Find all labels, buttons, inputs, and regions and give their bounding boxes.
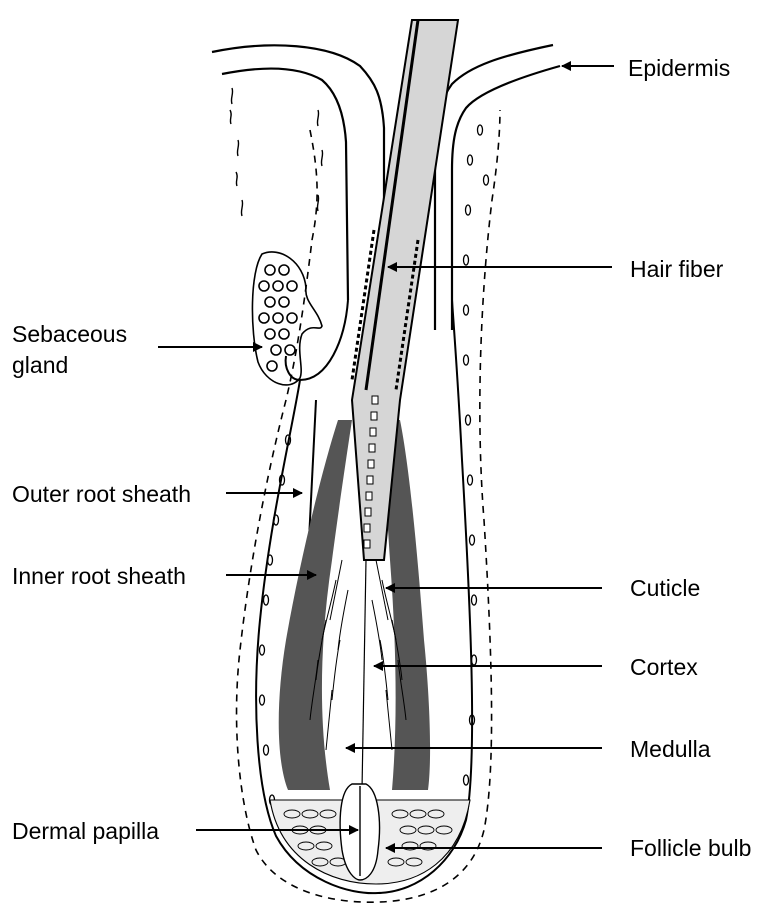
dermal-papilla-shape [340, 784, 379, 880]
label-cuticle: Cuticle [630, 572, 700, 604]
label-sebaceous-gland-line1: Sebaceous [12, 318, 127, 350]
medulla-line [362, 560, 366, 790]
label-dermal-papilla: Dermal papilla [12, 815, 159, 847]
sebaceous-gland [252, 252, 322, 385]
label-inner-root-sheath: Inner root sheath [12, 560, 186, 592]
inner-root-sheath-dark [279, 420, 430, 790]
label-outer-root-sheath: Outer root sheath [12, 478, 191, 510]
label-cortex: Cortex [630, 651, 698, 683]
label-medulla: Medulla [630, 733, 711, 765]
label-hair-fiber: Hair fiber [630, 253, 723, 285]
epidermal-cells [230, 88, 323, 216]
label-sebaceous-gland-line2: gland [12, 349, 68, 381]
label-follicle-bulb: Follicle bulb [630, 832, 751, 864]
label-epidermis: Epidermis [628, 52, 730, 84]
